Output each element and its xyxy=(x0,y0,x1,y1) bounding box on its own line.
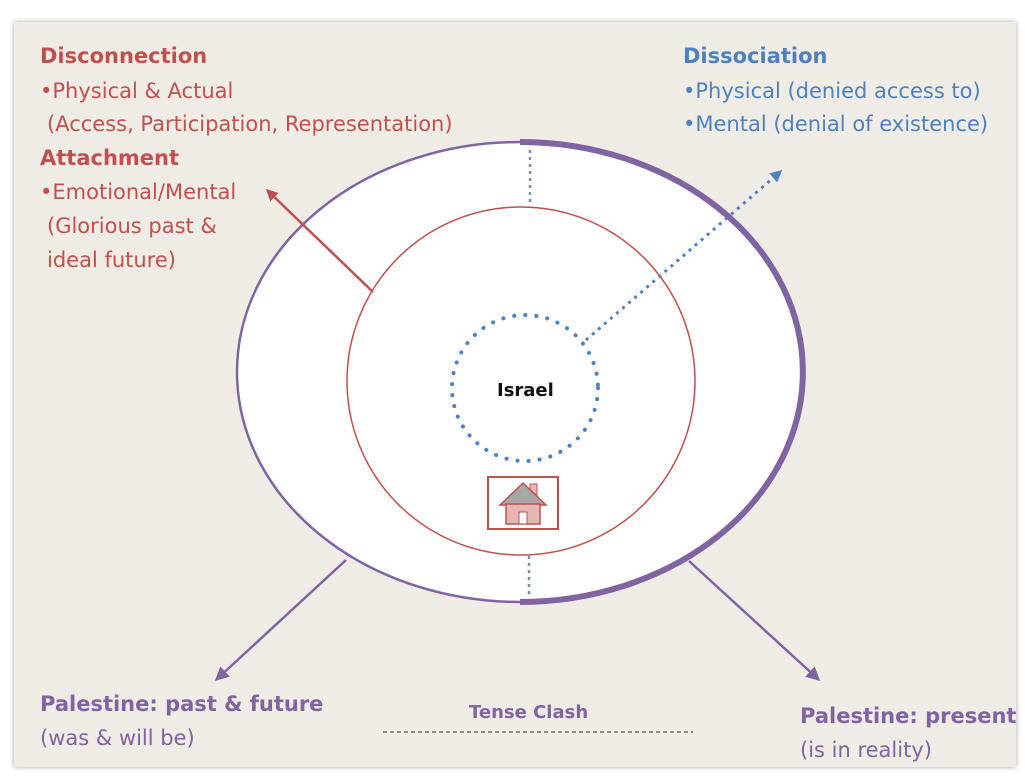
israel-label: Israel xyxy=(497,380,554,401)
tense-clash-label: Tense Clash xyxy=(469,702,589,723)
house-icon xyxy=(487,476,559,530)
inner-circle xyxy=(346,206,696,556)
dissociation-line-1: •Physical (denied access to) xyxy=(683,79,981,103)
attachment-line-3: ideal future) xyxy=(47,248,176,272)
attachment-line-2: (Glorious past & xyxy=(47,214,217,238)
palestine-present-title: Palestine: present xyxy=(800,704,1017,728)
dissociation-arrow xyxy=(585,170,783,342)
attachment-arrow xyxy=(265,188,374,293)
dissociation-line-2: •Mental (denial of existence) xyxy=(683,112,989,136)
palestine-present-subtitle: (is in reality) xyxy=(800,738,932,762)
disconnection-line-2: (Access, Participation, Representation) xyxy=(47,112,453,136)
attachment-line-1: •Emotional/Mental xyxy=(40,180,237,204)
present-arrow xyxy=(688,560,821,682)
palestine-past-title: Palestine: past & future xyxy=(40,692,324,716)
attachment-title: Attachment xyxy=(40,146,180,170)
past-future-arrow xyxy=(214,559,347,682)
disconnection-line-1: •Physical & Actual xyxy=(40,79,234,103)
disconnection-title: Disconnection xyxy=(40,44,208,68)
dissociation-title: Dissociation xyxy=(683,44,828,68)
palestine-past-subtitle: (was & will be) xyxy=(40,726,195,750)
israel-dotted-circle xyxy=(450,313,600,463)
present-arc xyxy=(519,139,806,605)
